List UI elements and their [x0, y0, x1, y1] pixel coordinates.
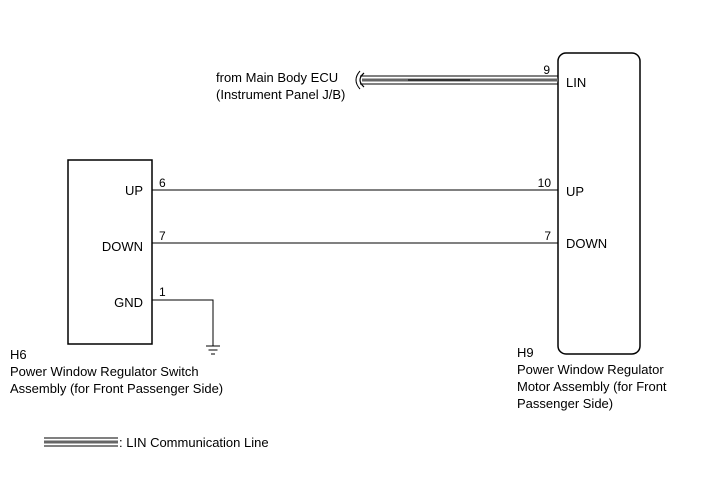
- h6-pin-up-number: 6: [159, 176, 166, 190]
- h6-pin-gnd-number: 1: [159, 285, 166, 299]
- h9-name-line3: Passenger Side): [517, 396, 614, 411]
- h9-terminal-up-label: UP: [566, 184, 584, 199]
- h6-terminal-down-label: DOWN: [102, 239, 143, 254]
- h9-name-line1: Power Window Regulator: [517, 362, 664, 377]
- h9-terminal-lin-label: LIN: [566, 75, 586, 90]
- h9-name-line2: Motor Assembly (for Front: [517, 379, 667, 394]
- lin-connector-end-outer: [355, 70, 361, 90]
- h6-name-line1: Power Window Regulator Switch: [10, 364, 199, 379]
- h6-description: H6 Power Window Regulator Switch Assembl…: [10, 346, 223, 397]
- h6-terminal-gnd-label: GND: [114, 295, 143, 310]
- wire-gnd: [152, 299, 214, 346]
- h6-component-box: [67, 159, 153, 345]
- h6-code: H6: [10, 347, 27, 362]
- h9-component-box: [557, 52, 641, 355]
- h9-pin-up-number: 10: [538, 176, 552, 190]
- h6-terminal-up-label: UP: [125, 183, 143, 198]
- lin-connector-end-icon: [359, 72, 365, 88]
- source-line2: (Instrument Panel J/B): [216, 87, 345, 102]
- h9-code: H9: [517, 345, 534, 360]
- h9-pin-lin-number: 9: [543, 63, 550, 77]
- h9-description: H9 Power Window Regulator Motor Assembly…: [517, 344, 667, 412]
- wire-lin: [360, 75, 558, 85]
- h6-name-line2: Assembly (for Front Passenger Side): [10, 381, 224, 396]
- h9-terminal-down-label: DOWN: [566, 236, 607, 251]
- legend-lin-line-icon: [44, 437, 118, 447]
- legend-text: : LIN Communication Line: [119, 435, 269, 450]
- ground-icon: [206, 345, 220, 355]
- source-line1: from Main Body ECU: [216, 70, 338, 85]
- h6-pin-down-number: 7: [159, 229, 166, 243]
- h9-pin-down-number: 7: [544, 229, 551, 243]
